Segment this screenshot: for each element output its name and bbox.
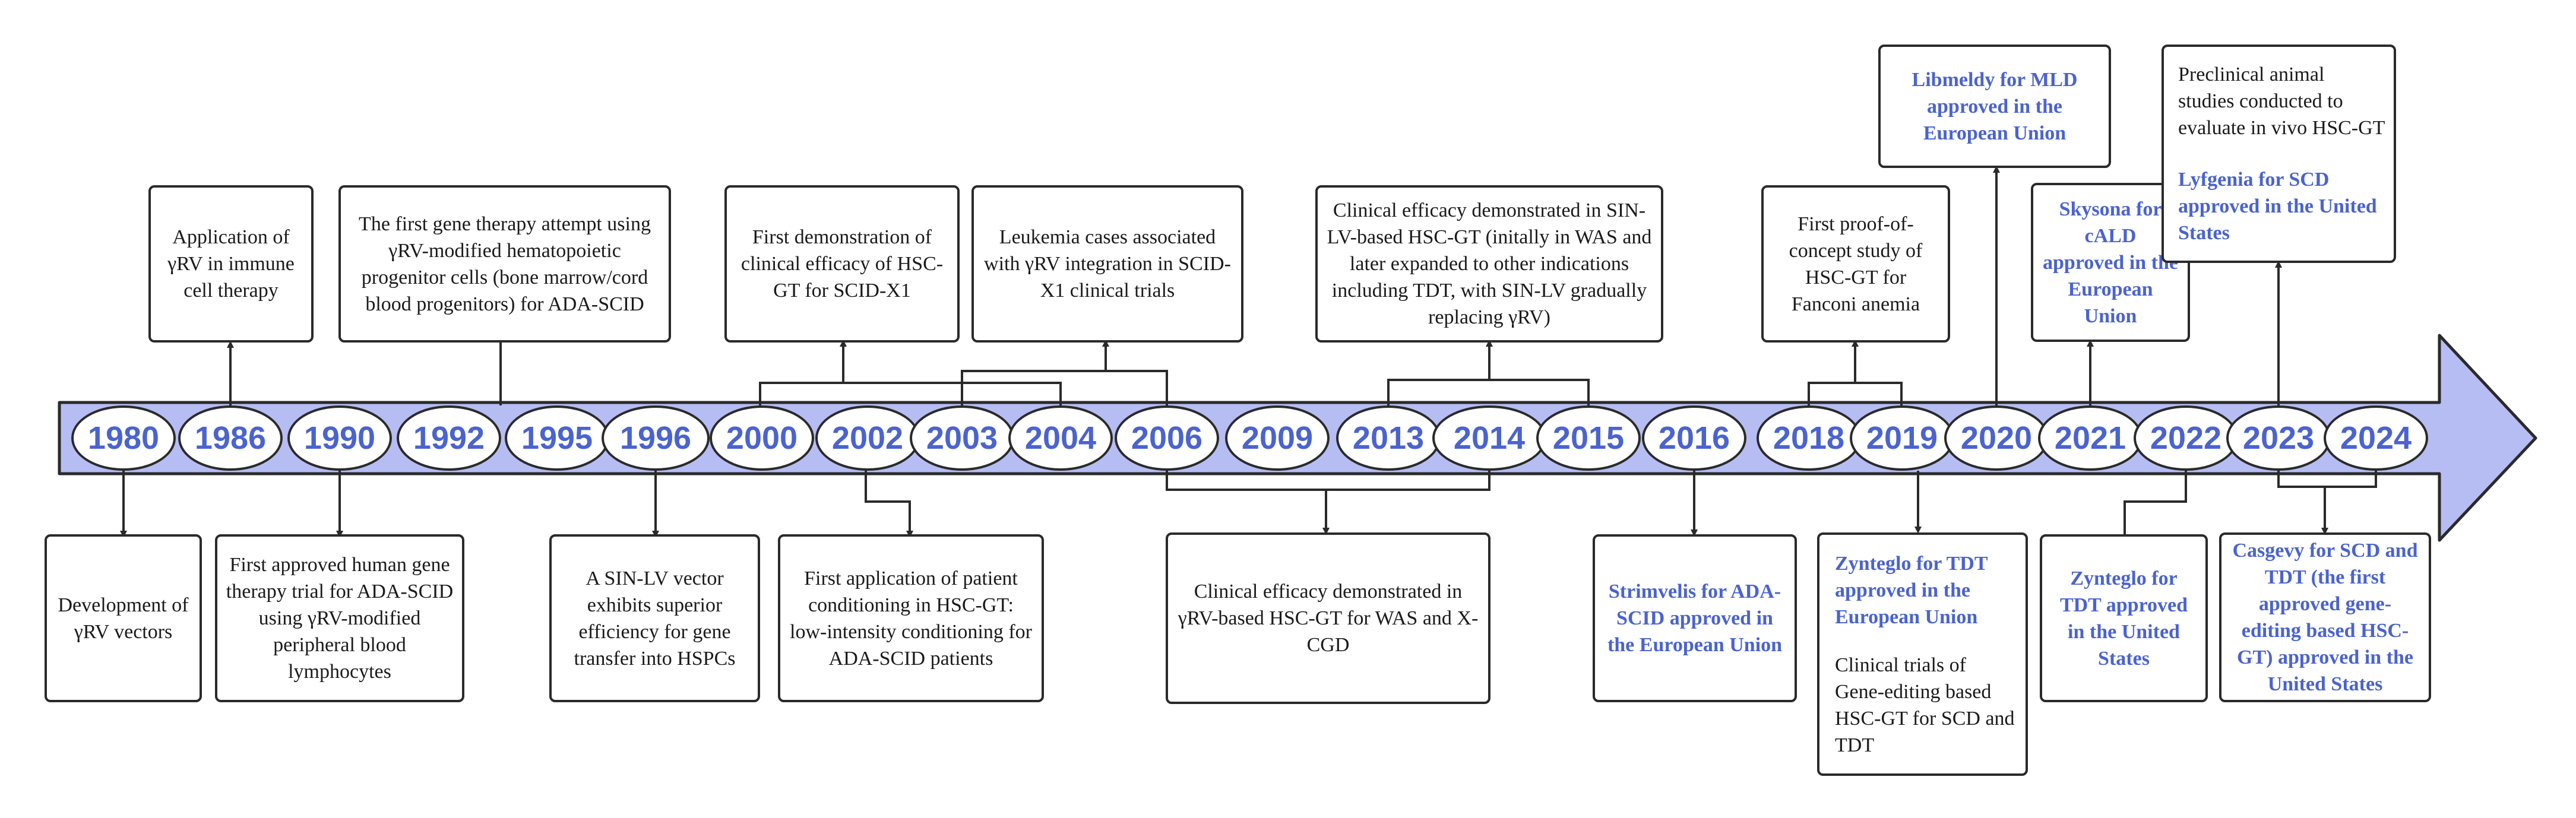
- year-2020: 2020: [1944, 405, 2049, 471]
- year-1990: 1990: [287, 405, 392, 471]
- year-2013: 2013: [1336, 405, 1441, 471]
- year-2022: 2022: [2134, 405, 2238, 471]
- year-2004: 2004: [1008, 405, 1113, 471]
- connector-2003-2006: [961, 343, 1168, 405]
- year-2006: 2006: [1115, 405, 1219, 471]
- year-2014: 2014: [1432, 405, 1546, 471]
- event-text-1986: Application of γRV in immune cell therap…: [167, 226, 295, 302]
- event-box-1990: First approved human gene therapy trial …: [215, 534, 464, 702]
- event-box-2023-2024: Casgevy for SCD and TDT (the first appro…: [2219, 532, 2431, 702]
- connector-2018-2019: [1808, 343, 1903, 405]
- event-text-2019-approval: Zynteglo for TDT approved in the Europea…: [1835, 552, 1988, 628]
- event-box-2023-above: Preclinical animal studies conducted to …: [2162, 45, 2396, 263]
- event-text-2016: Strimvelis for ADA-SCID approved in the …: [1607, 581, 1783, 656]
- year-2021: 2021: [2038, 405, 2143, 471]
- event-text-2022: Zynteglo for TDT approved in the United …: [2059, 567, 2188, 670]
- event-text-2006-2014: Clinical efficacy demonstrated in γRV-ba…: [1178, 581, 1479, 656]
- event-text-1990: First approved human gene therapy trial …: [226, 554, 454, 683]
- event-box-2022: Zynteglo for TDT approved in the United …: [2040, 534, 2208, 702]
- year-2003: 2003: [910, 405, 1014, 471]
- event-box-2002: First application of patient conditionin…: [778, 534, 1044, 702]
- event-text-2023-approval: Lyfgenia for SCD approved in the United …: [2178, 169, 2377, 244]
- event-text-2020: Libmeldy for MLD approved in the Europea…: [1912, 68, 2078, 144]
- event-text-2003-2006: Leukemia cases associated with γRV integ…: [984, 226, 1231, 302]
- connector-2002: [865, 471, 913, 538]
- event-box-2016: Strimvelis for ADA-SCID approved in the …: [1593, 534, 1797, 702]
- year-2019: 2019: [1850, 405, 1954, 471]
- year-1986: 1986: [178, 405, 283, 471]
- event-box-2019-below: Zynteglo for TDT approved in the Europea…: [1817, 532, 2028, 776]
- year-1992: 1992: [397, 405, 501, 471]
- event-box-1996: A SIN-LV vector exhibits superior effici…: [549, 534, 760, 702]
- event-box-1980: Development of γRV vectors: [45, 534, 202, 702]
- event-text-2018-2019: First proof-of-concept study of HSC-GT f…: [1789, 213, 1923, 315]
- year-2000: 2000: [710, 405, 814, 471]
- event-box-2020: Libmeldy for MLD approved in the Europea…: [1878, 45, 2111, 168]
- event-box-2013-2015: Clinical efficacy demonstrated in SIN-LV…: [1315, 185, 1663, 343]
- year-2016: 2016: [1642, 405, 1746, 471]
- year-1996: 1996: [602, 405, 710, 471]
- event-box-2003-2006: Leukemia cases associated with γRV integ…: [971, 185, 1243, 343]
- event-text-2002: First application of patient conditionin…: [790, 567, 1032, 670]
- year-2009: 2009: [1225, 405, 1330, 471]
- year-2023: 2023: [2226, 405, 2331, 471]
- event-text-1992: The first gene therapy attempt using γRV…: [359, 213, 651, 315]
- connector-2022: [2121, 471, 2187, 550]
- year-2015: 2015: [1536, 405, 1641, 471]
- event-text-2023-2024: Casgevy for SCD and TDT (the first appro…: [2232, 540, 2418, 695]
- event-text-2019-note: Clinical trials of Gene-editing based HS…: [1835, 654, 2015, 756]
- event-box-1986: Application of γRV in immune cell therap…: [148, 185, 314, 343]
- event-box-2018-2019: First proof-of-concept study of HSC-GT f…: [1761, 185, 1950, 343]
- event-text-2000-2004: First demonstration of clinical efficacy…: [740, 226, 944, 302]
- event-text-1996: A SIN-LV vector exhibits superior effici…: [574, 567, 736, 670]
- year-2002: 2002: [815, 405, 920, 471]
- event-box-2006-2014: Clinical efficacy demonstrated in γRV-ba…: [1166, 532, 1490, 704]
- year-2018: 2018: [1757, 405, 1861, 471]
- year-1995: 1995: [505, 405, 609, 471]
- event-text-2021: Skysona for cALD approved in the Europea…: [2043, 198, 2178, 327]
- event-text-2013-2015: Clinical efficacy demonstrated in SIN-LV…: [1327, 199, 1652, 328]
- connector-2023-2024: [2277, 471, 2377, 531]
- event-text-1980: Development of γRV vectors: [58, 594, 189, 643]
- connector-2006-2014: [1166, 471, 1490, 531]
- year-2024: 2024: [2324, 405, 2428, 471]
- event-text-2023-note: Preclinical animal studies conducted to …: [2178, 64, 2385, 139]
- connector-2013-2015: [1387, 343, 1590, 405]
- event-box-2000-2004: First demonstration of clinical efficacy…: [724, 185, 960, 343]
- connector-lines: [120, 166, 2377, 550]
- year-1980: 1980: [71, 405, 176, 471]
- event-box-1992: The first gene therapy attempt using γRV…: [338, 185, 671, 343]
- connector-2000-2004: [759, 343, 1062, 405]
